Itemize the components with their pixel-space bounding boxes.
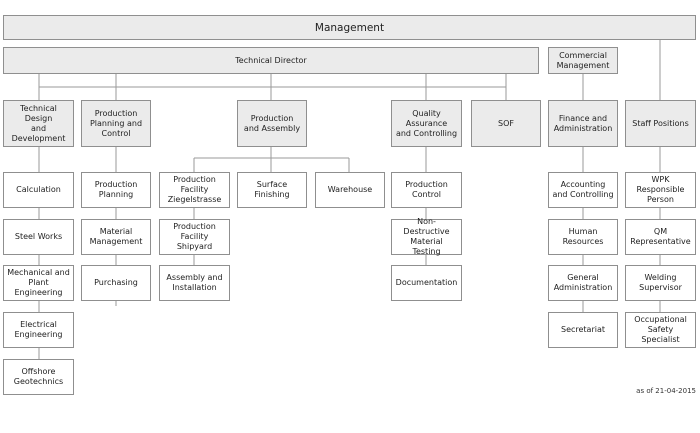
commercial-management-label: Commercial Management bbox=[556, 50, 610, 70]
sof-head-label: SOF bbox=[498, 118, 514, 128]
unit-box-ndt: Non-Destructive Material Testing bbox=[391, 217, 462, 256]
unit-label: General Administration bbox=[553, 273, 613, 292]
unit-box-offshore-geotechnics: Offshore Geotechnics bbox=[3, 359, 74, 395]
unit-box-accounting: Accounting and Controlling bbox=[548, 172, 618, 208]
unit-box-surface-finishing: Surface Finishing bbox=[237, 172, 307, 208]
unit-label: Production Control bbox=[405, 180, 448, 199]
unit-label: Calculation bbox=[16, 185, 61, 194]
technical-design-head-label: Technical Design and Development bbox=[11, 103, 66, 143]
unit-label: Offshore Geotechnics bbox=[13, 367, 64, 386]
unit-box-production-control: Production Control bbox=[391, 172, 462, 208]
unit-box-steel-works: Steel Works bbox=[3, 219, 74, 255]
production-assembly-head-label: Production and Assembly bbox=[243, 113, 301, 133]
unit-label: Welding Supervisor bbox=[639, 273, 682, 292]
unit-label: Electrical Engineering bbox=[14, 320, 63, 339]
unit-box-welding-supervisor: Welding Supervisor bbox=[625, 265, 696, 301]
staff-positions-head: Staff Positions bbox=[625, 100, 696, 147]
unit-label: Human Resources bbox=[562, 227, 604, 246]
unit-label: Surface Finishing bbox=[254, 180, 290, 199]
unit-label: Material Management bbox=[89, 227, 143, 246]
unit-label: Production Facility Ziegelstrasse bbox=[167, 175, 222, 204]
unit-label: Production Planning bbox=[94, 180, 138, 199]
unit-box-assembly-installation: Assembly and Installation bbox=[159, 265, 230, 301]
unit-label: Secretariat bbox=[560, 325, 606, 334]
unit-box-production-planning: Production Planning bbox=[81, 172, 151, 208]
staff-positions-head-label: Staff Positions bbox=[632, 118, 689, 128]
technical-director-box: Technical Director bbox=[3, 47, 539, 74]
management-label: Management bbox=[314, 21, 385, 34]
unit-box-warehouse: Warehouse bbox=[315, 172, 385, 208]
unit-box-calculation: Calculation bbox=[3, 172, 74, 208]
unit-box-facility-shipyard: Production Facility Shipyard bbox=[159, 219, 230, 255]
unit-box-general-administration: General Administration bbox=[548, 265, 618, 301]
unit-box-purchasing: Purchasing bbox=[81, 265, 151, 301]
unit-label: Non-Destructive Material Testing bbox=[403, 217, 450, 256]
production-planning-head: Production Planning and Control bbox=[81, 100, 151, 147]
technical-design-head: Technical Design and Development bbox=[3, 100, 74, 147]
date-note: as of 21-04-2015 bbox=[636, 387, 696, 395]
sof-head: SOF bbox=[471, 100, 541, 147]
unit-label: Documentation bbox=[395, 278, 458, 287]
finance-head-label: Finance and Administration bbox=[553, 113, 613, 133]
commercial-management-box: Commercial Management bbox=[548, 47, 618, 74]
unit-label: Purchasing bbox=[94, 278, 138, 287]
technical-director-label: Technical Director bbox=[235, 55, 307, 65]
unit-label: Mechanical and Plant Engineering bbox=[7, 268, 70, 297]
unit-label: Warehouse bbox=[327, 185, 373, 194]
production-assembly-head: Production and Assembly bbox=[237, 100, 307, 147]
unit-box-mechanical-engineering: Mechanical and Plant Engineering bbox=[3, 265, 74, 301]
quality-head: Quality Assurance and Controlling bbox=[391, 100, 462, 147]
unit-box-human-resources: Human Resources bbox=[548, 219, 618, 255]
unit-box-safety-specialist: Occupational Safety Specialist bbox=[625, 312, 696, 348]
quality-head-label: Quality Assurance and Controlling bbox=[395, 108, 458, 138]
unit-label: Accounting and Controlling bbox=[552, 180, 614, 199]
production-planning-head-label: Production Planning and Control bbox=[89, 108, 143, 138]
unit-box-facility-ziegelstrasse: Production Facility Ziegelstrasse bbox=[159, 172, 230, 208]
unit-label: QM Representative bbox=[630, 227, 691, 246]
unit-box-wpk-person: WPK Responsible Person bbox=[625, 172, 696, 208]
finance-head: Finance and Administration bbox=[548, 100, 618, 147]
management-box: Management bbox=[3, 15, 696, 40]
unit-label: Steel Works bbox=[14, 232, 63, 241]
unit-label: Assembly and Installation bbox=[166, 273, 223, 292]
unit-box-material-management: Material Management bbox=[81, 219, 151, 255]
unit-box-qm-representative: QM Representative bbox=[625, 219, 696, 255]
unit-box-documentation: Documentation bbox=[391, 265, 462, 301]
unit-box-electrical-engineering: Electrical Engineering bbox=[3, 312, 74, 348]
unit-box-secretariat: Secretariat bbox=[548, 312, 618, 348]
unit-label: Occupational Safety Specialist bbox=[634, 315, 687, 344]
unit-label: Production Facility Shipyard bbox=[173, 222, 216, 251]
unit-label: WPK Responsible Person bbox=[636, 175, 685, 204]
